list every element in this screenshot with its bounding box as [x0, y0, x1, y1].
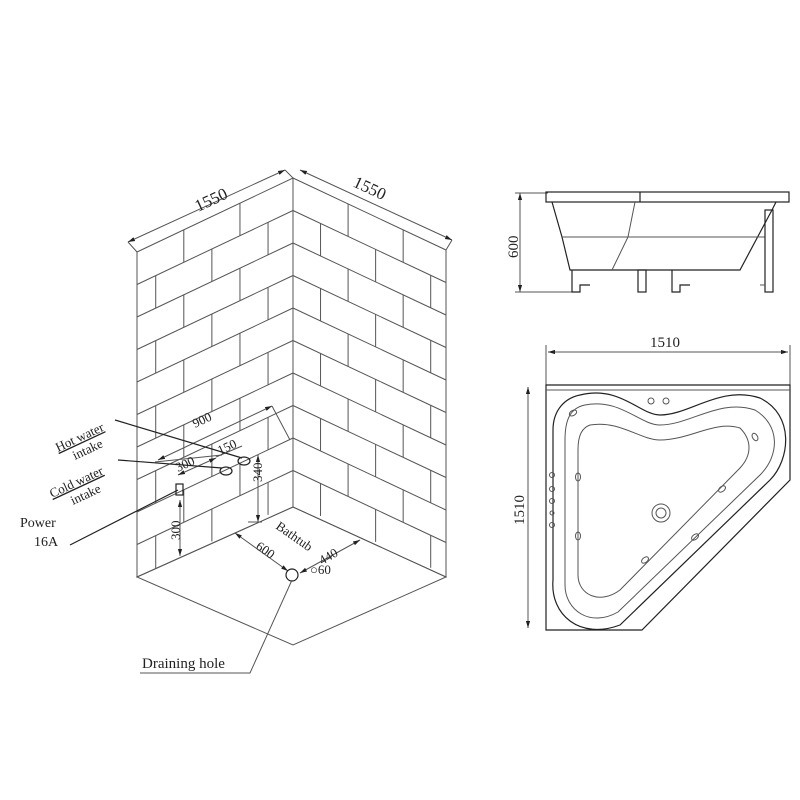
side-height-label: 600	[506, 236, 522, 259]
brick-joint	[292, 275, 447, 348]
plan-depth-label: 1510	[512, 495, 528, 525]
dim-150: 150	[215, 436, 239, 458]
bathtub-side-view: 600	[506, 191, 790, 293]
dim-300-horizontal: 300	[173, 453, 197, 475]
isometric-room: 1550 1550 900 300 150 340 300 Hot water …	[20, 169, 453, 674]
dim-line-right-wall	[299, 169, 453, 241]
dim-900: 900	[190, 409, 214, 431]
brick-joint	[136, 372, 294, 448]
brick-joint	[292, 340, 447, 413]
dim-340: 340	[250, 463, 265, 483]
brick-joint	[292, 210, 447, 283]
dim-60: ○60	[310, 562, 331, 577]
power-label-line2: 16A	[34, 535, 59, 550]
right-wall-width: 1550	[350, 172, 389, 204]
brick-joint	[136, 437, 294, 513]
brick-joint	[292, 470, 447, 543]
brick-joint	[136, 275, 294, 350]
bathtub-label: Bathtub	[273, 518, 315, 554]
brick-joint	[292, 372, 447, 446]
cold-water-outlet	[219, 466, 233, 476]
plan-width-label: 1510	[650, 335, 680, 351]
draining-hole-label: Draining hole	[142, 656, 225, 672]
draining-hole	[285, 568, 299, 582]
power-socket	[175, 483, 184, 496]
brick-joint	[292, 437, 447, 511]
brick-joint	[136, 307, 294, 383]
floor	[135, 506, 448, 646]
hot-water-outlet	[237, 456, 251, 466]
dim-300-vertical: 300	[168, 521, 183, 541]
dim-line-left-wall	[127, 169, 286, 243]
brick-walls	[136, 203, 447, 569]
brick-joint	[136, 405, 294, 480]
brick-joint	[136, 210, 294, 285]
brick-joint	[136, 340, 294, 415]
brick-joint	[292, 307, 447, 381]
bathtub-plan-view: 1510 1510	[512, 335, 791, 631]
brick-joint	[292, 405, 447, 478]
drain	[651, 503, 671, 523]
brick-joint	[136, 470, 294, 545]
brick-joint	[292, 242, 447, 316]
brick-joint	[136, 242, 294, 318]
dim-600: 600	[253, 538, 278, 561]
power-label-line1: Power	[20, 516, 56, 531]
